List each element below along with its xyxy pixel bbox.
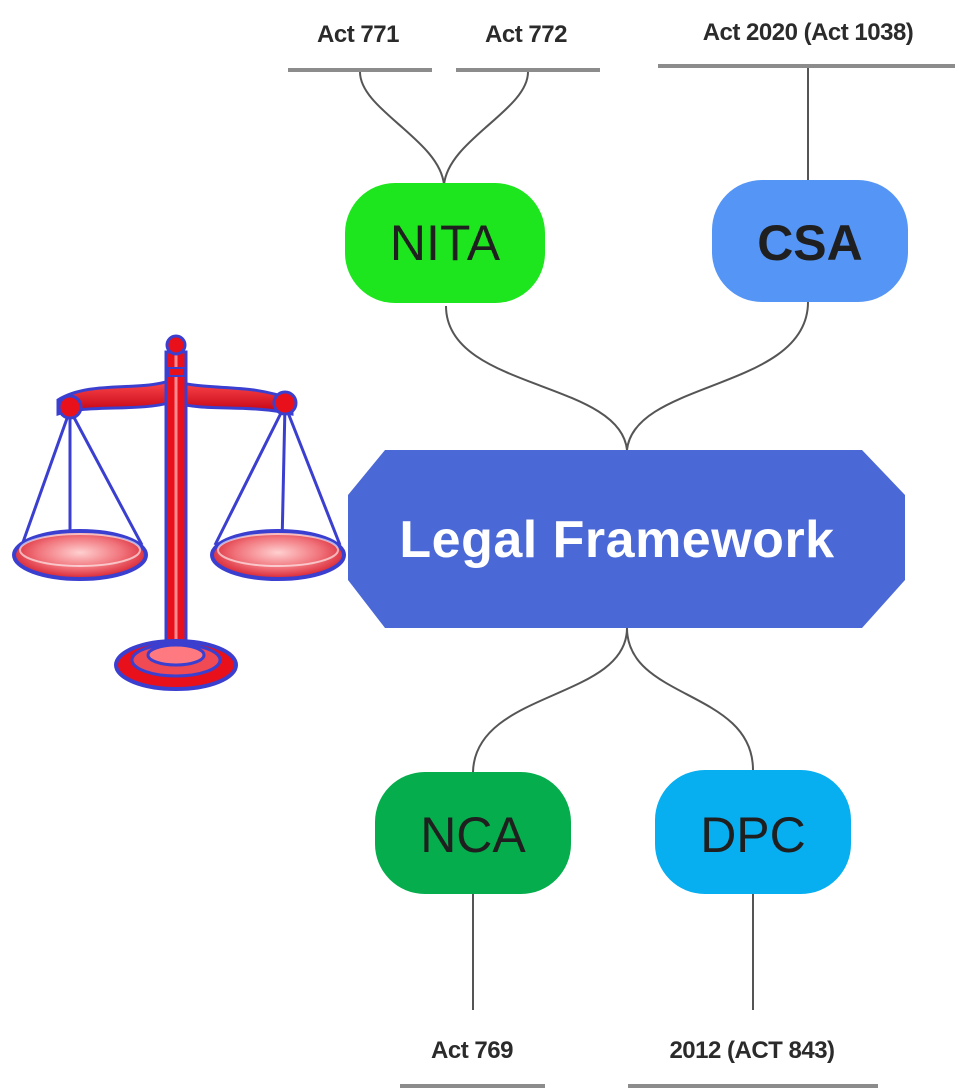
dpc-node[interactable]: DPC: [655, 770, 851, 894]
connector-act771-nita: [359, 71, 445, 186]
connector-nita-center: [445, 305, 628, 451]
act-843-label: 2012 (ACT 843): [669, 1037, 834, 1064]
act-769-item: Act 769: [400, 1037, 545, 1088]
nita-node-shape: [345, 183, 545, 303]
nita-node-label: NITA: [390, 215, 501, 271]
connector-center-nca: [472, 627, 628, 773]
act-771-item: Act 771: [288, 21, 432, 72]
scales-of-justice-icon: [12, 334, 346, 691]
dpc-node-shape: [655, 770, 851, 894]
nca-node[interactable]: NCA: [375, 772, 571, 894]
act-772-item: Act 772: [456, 21, 600, 72]
act-771-label: Act 771: [317, 21, 399, 48]
csa-node-shape: [712, 180, 908, 302]
act-843-item: 2012 (ACT 843): [628, 1037, 878, 1088]
nca-node-shape: [375, 772, 571, 894]
csa-node-label: CSA: [757, 215, 863, 271]
connector-act772-nita: [443, 71, 529, 186]
legal-framework-shape: [348, 450, 905, 628]
legal-framework-node[interactable]: Legal Framework: [348, 450, 905, 628]
legal-framework-label: Legal Framework: [399, 511, 834, 569]
dpc-node-label: DPC: [700, 807, 806, 863]
act-2020-label: Act 2020 (Act 1038): [703, 19, 914, 46]
nca-node-label: NCA: [420, 807, 526, 863]
connector-csa-center: [626, 301, 809, 451]
csa-node[interactable]: CSA: [712, 180, 908, 302]
act-769-label: Act 769: [431, 1037, 513, 1064]
nita-node[interactable]: NITA: [345, 183, 545, 303]
act-2020-item: Act 2020 (Act 1038): [658, 19, 955, 68]
act-772-label: Act 772: [485, 21, 567, 48]
connector-center-dpc: [626, 627, 754, 771]
